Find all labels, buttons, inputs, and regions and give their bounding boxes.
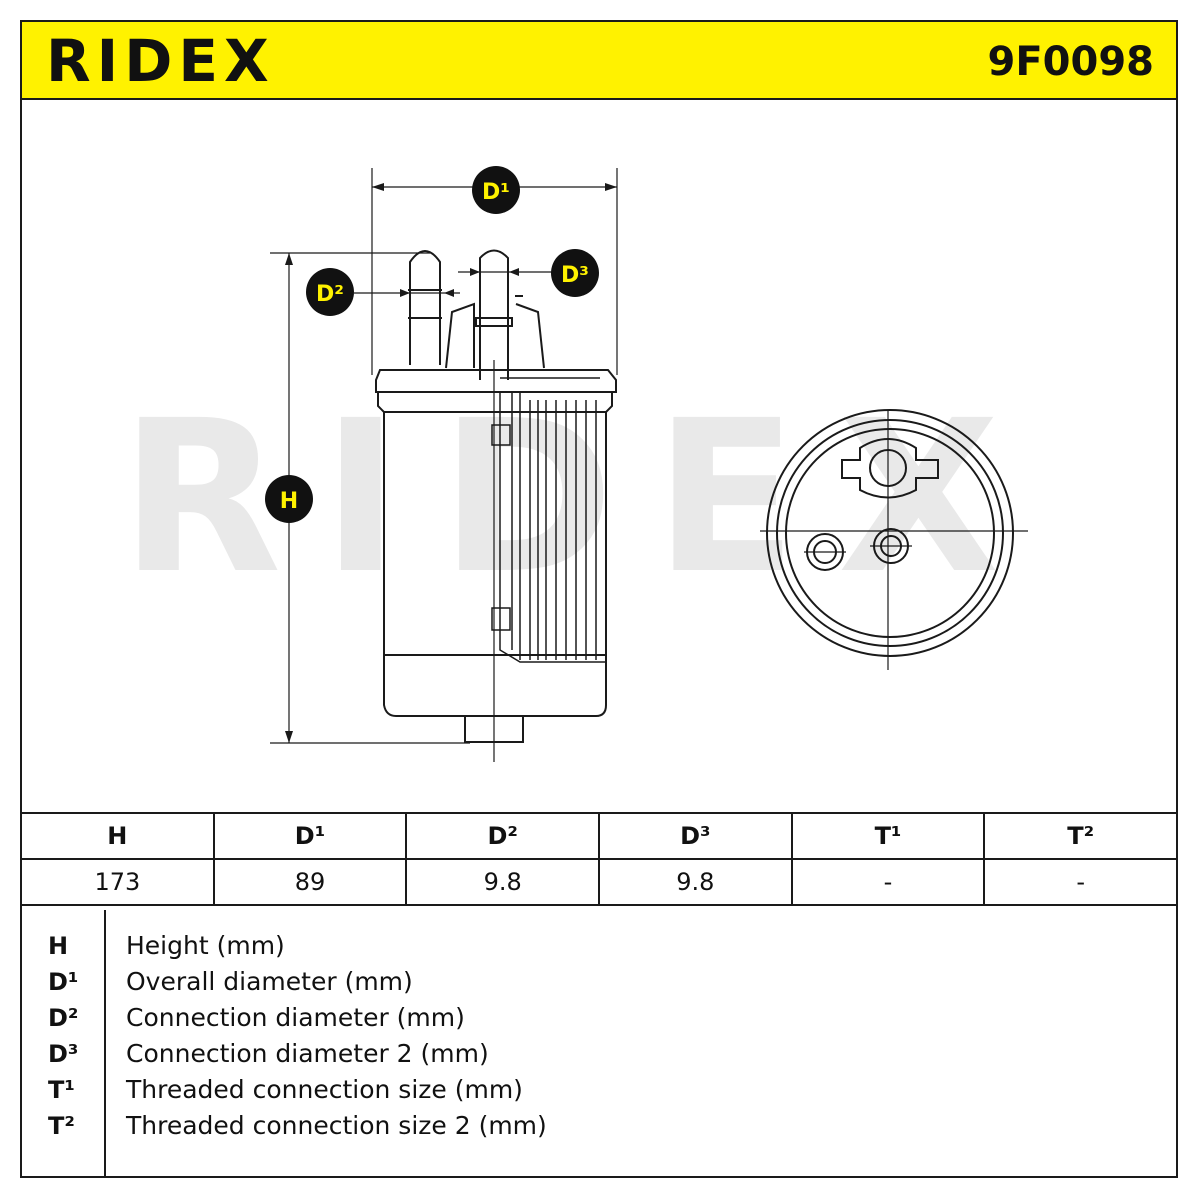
brand-logo: RIDEX	[46, 27, 275, 95]
value-d1: 89	[212, 858, 408, 906]
legend-description: Overall diameter (mm)	[126, 967, 413, 996]
legend-symbol: D²	[48, 1004, 79, 1032]
header-d1: D¹	[212, 812, 408, 860]
badge-d2-label: D²	[316, 282, 344, 307]
legend-description: Threaded connection size (mm)	[126, 1075, 523, 1104]
specs-table: H D¹ D² D³ T¹ T² 173 89 9.8 9.8 - -	[20, 812, 1178, 906]
legend: H Height (mm) D¹ Overall diameter (mm) D…	[20, 910, 1178, 1178]
header-t1: T¹	[790, 812, 986, 860]
header-d2: D²	[405, 812, 601, 860]
top-view-filter	[760, 409, 1028, 670]
legend-description: Height (mm)	[126, 931, 285, 960]
header-bar: RIDEX 9F0098	[20, 20, 1178, 100]
legend-divider	[104, 910, 106, 1176]
part-number: 9F0098	[987, 39, 1154, 85]
legend-symbol: T²	[48, 1112, 75, 1140]
badge-d3: D³	[551, 249, 599, 297]
legend-symbol: H	[48, 932, 69, 960]
badge-d1: D¹	[472, 166, 520, 214]
technical-drawing: RIDEX	[120, 166, 1028, 762]
legend-item: H Height (mm)	[22, 928, 1172, 964]
value-d3: 9.8	[598, 858, 793, 906]
badge-d3-label: D³	[561, 263, 589, 288]
header-d3: D³	[598, 812, 793, 860]
specs-value-row: 173 89 9.8 9.8 - -	[20, 858, 1178, 906]
specs-header-row: H D¹ D² D³ T¹ T²	[20, 812, 1178, 860]
header-t2: T²	[983, 812, 1178, 860]
legend-item: D² Connection diameter (mm)	[22, 1000, 1172, 1036]
legend-symbol: D³	[48, 1040, 79, 1068]
badge-h-label: H	[280, 489, 298, 514]
badge-h: H	[265, 475, 313, 523]
value-d2: 9.8	[405, 858, 601, 906]
badge-d1-label: D¹	[482, 180, 510, 205]
legend-item: T² Threaded connection size 2 (mm)	[22, 1108, 1172, 1144]
legend-symbol: T¹	[48, 1076, 75, 1104]
legend-description: Connection diameter 2 (mm)	[126, 1039, 489, 1068]
legend-symbol: D¹	[48, 968, 79, 996]
value-t2: -	[983, 858, 1178, 906]
legend-item: T¹ Threaded connection size (mm)	[22, 1072, 1172, 1108]
legend-description: Threaded connection size 2 (mm)	[126, 1111, 547, 1140]
legend-description: Connection diameter (mm)	[126, 1003, 465, 1032]
legend-item: D¹ Overall diameter (mm)	[22, 964, 1172, 1000]
side-view-filter	[270, 168, 618, 762]
badge-d2: D²	[306, 268, 354, 316]
header-h: H	[20, 812, 215, 860]
value-t1: -	[790, 858, 986, 906]
legend-item: D³ Connection diameter 2 (mm)	[22, 1036, 1172, 1072]
value-h: 173	[20, 858, 215, 906]
